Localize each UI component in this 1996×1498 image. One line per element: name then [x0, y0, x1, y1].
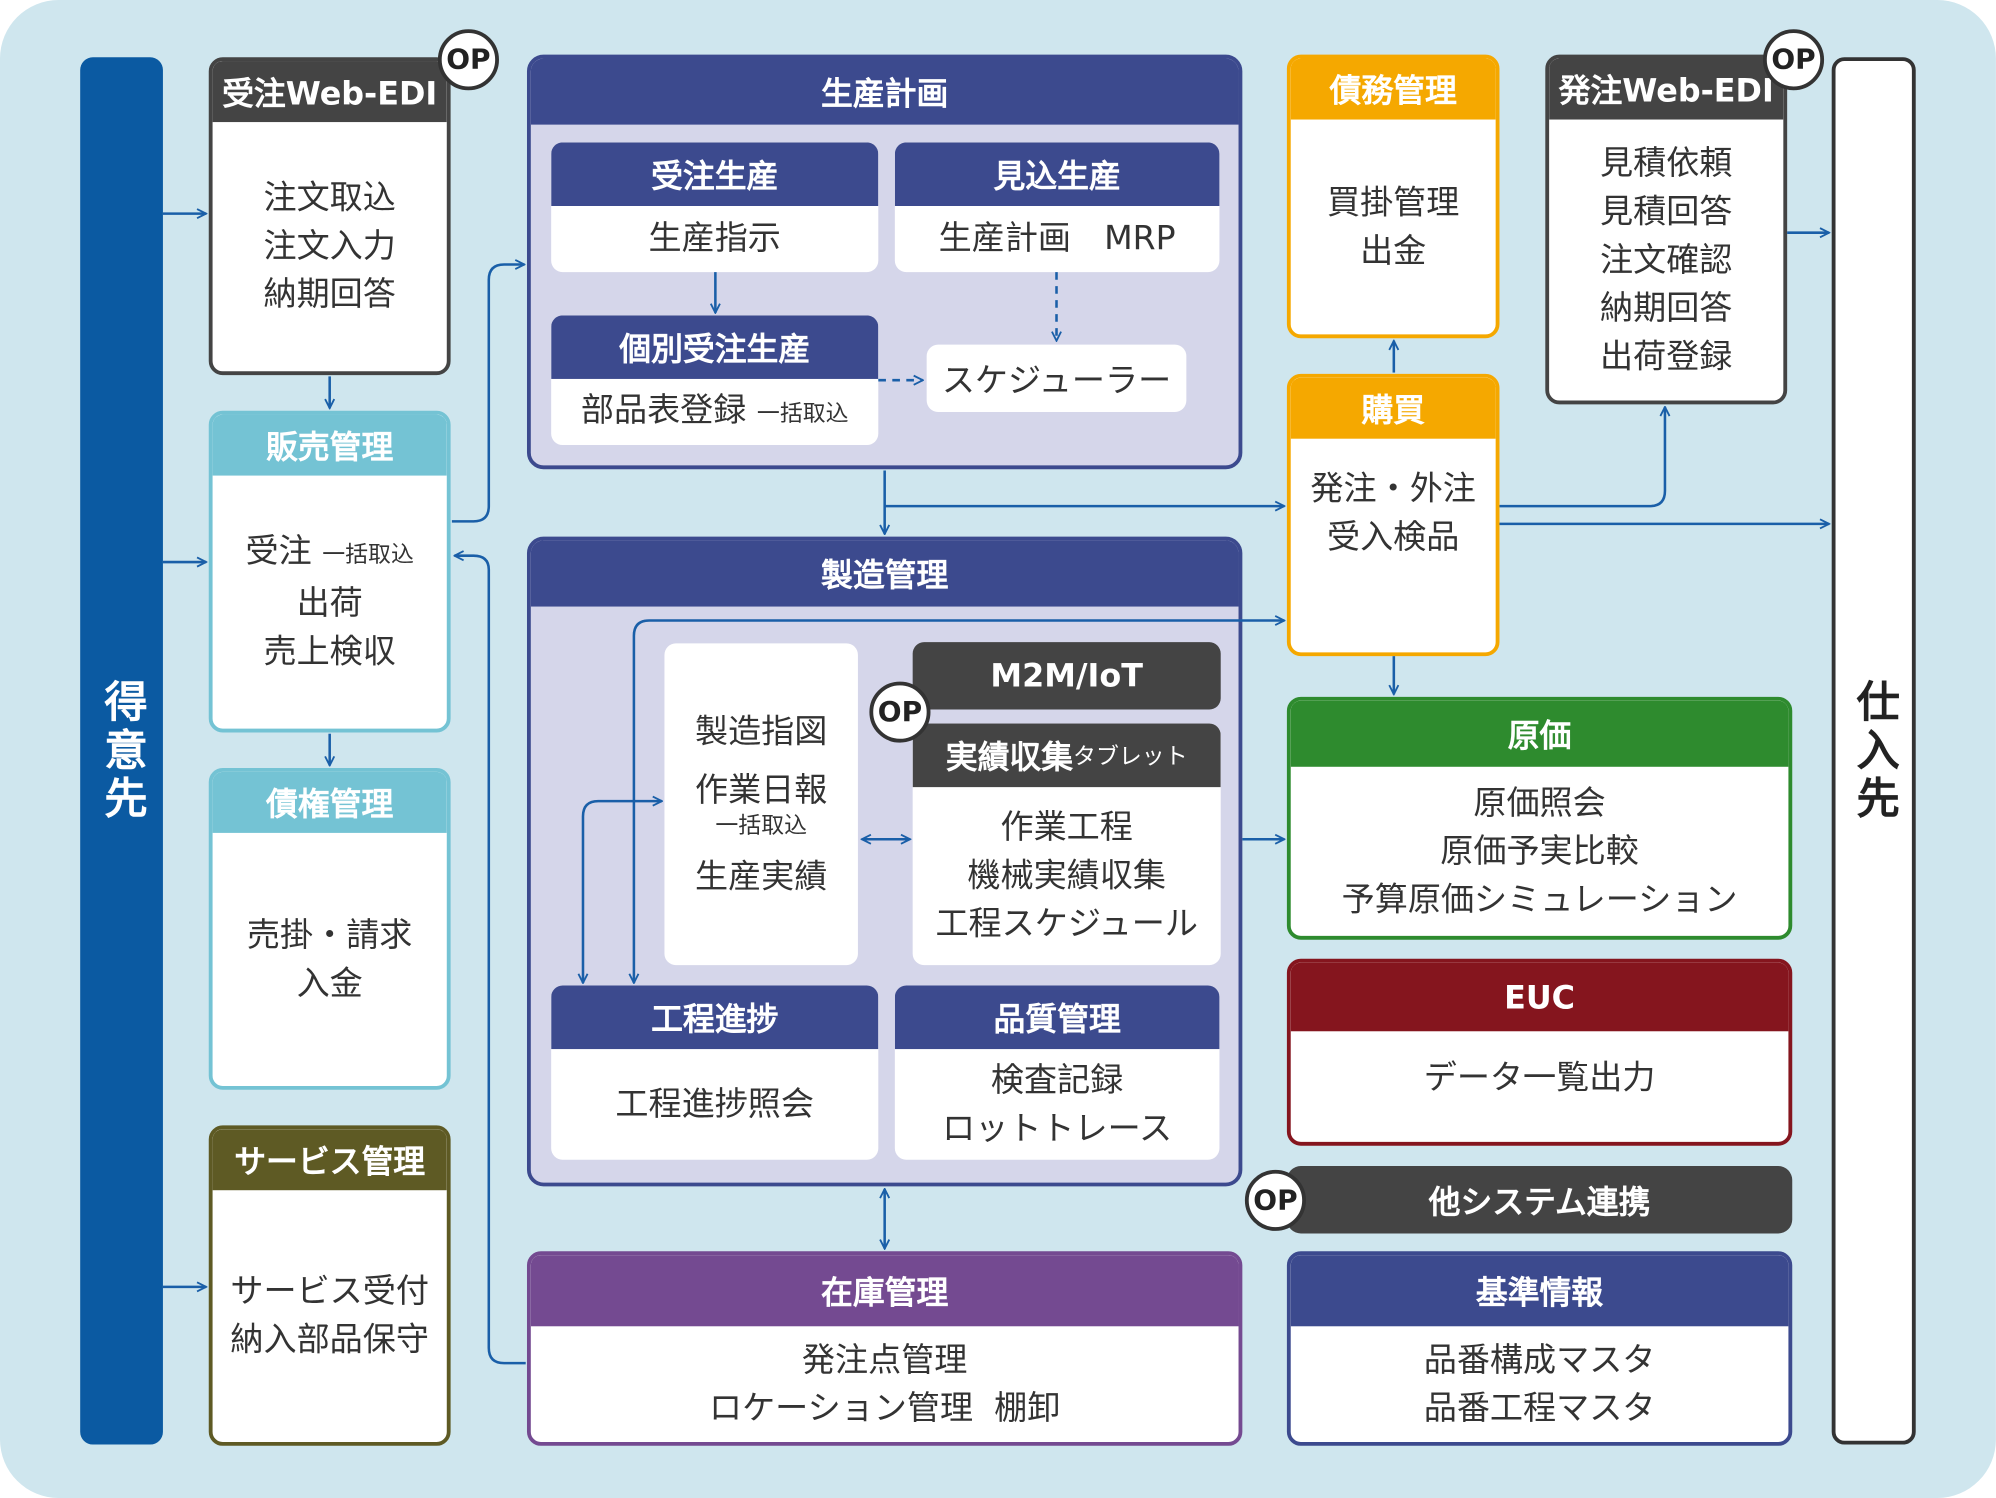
quality-management-title: 品質管理 — [894, 985, 1220, 1050]
individual-order-text: 部品表登録 — [580, 391, 747, 430]
receivables-box: 債権管理 売掛・請求 入金 — [208, 768, 451, 1090]
payables-title: 債務管理 — [1290, 58, 1496, 120]
make-to-order-box: 受注生産 生産指示 — [551, 142, 879, 273]
service-line: 納入部品保守 — [230, 1321, 429, 1360]
supplier-bar: 仕入先 — [1831, 57, 1916, 1445]
inventory-management-box: 在庫管理 発注点管理 ロケーション管理 棚卸 — [526, 1251, 1243, 1446]
m2m-iot-title: M2M/IoT — [990, 657, 1143, 695]
customer-label: 得意先 — [96, 678, 148, 824]
purchase-edi-line: 見積回答 — [1600, 192, 1733, 231]
manufacturing-docs-box: 製造指図 作業日報 一括取込 生産実績 — [664, 643, 858, 966]
results-line: 機械実績収集 — [967, 857, 1166, 896]
other-systems-title: 他システム連携 — [1428, 1183, 1651, 1221]
sales-line: 売上検収 — [263, 633, 396, 672]
sales-management-box: 販売管理 受注 一括取込 出荷 売上検収 — [208, 410, 451, 733]
sales-line: 受注 — [245, 532, 312, 571]
sales-line: 出荷 — [296, 584, 363, 624]
purchasing-title: 購買 — [1290, 377, 1496, 439]
master-line: 品番工程マスタ — [1423, 1389, 1656, 1428]
master-data-title: 基準情報 — [1290, 1255, 1789, 1327]
payables-box: 債務管理 買掛管理 出金 — [1286, 54, 1500, 339]
op-badge: OP — [437, 29, 499, 91]
scheduler-text: スケジューラー — [941, 362, 1172, 401]
master-data-box: 基準情報 品番構成マスタ 品番工程マスタ — [1286, 1251, 1793, 1446]
docs-line: 製造指図 — [694, 712, 828, 751]
cost-line: 原価予実比較 — [1440, 832, 1639, 871]
order-web-edi-box: 受注Web-EDI 注文取込 注文入力 納期回答 — [208, 57, 451, 376]
receivables-line: 売掛・請求 — [246, 916, 413, 955]
quality-line: 検査記録 — [990, 1061, 1124, 1100]
cost-line: 原価照会 — [1473, 783, 1606, 823]
payables-line: 買掛管理 — [1326, 183, 1460, 222]
op-badge: OP — [869, 681, 931, 743]
receivables-title: 債権管理 — [212, 771, 447, 833]
order-edi-line: 納期回答 — [263, 275, 396, 315]
purchase-edi-line: 出荷登録 — [1600, 337, 1733, 376]
quality-line: ロットトレース — [942, 1109, 1173, 1148]
inventory-line: ロケーション管理 棚卸 — [708, 1389, 1061, 1428]
euc-line: データ一覧出力 — [1423, 1058, 1656, 1097]
individual-order-note: 一括取込 — [756, 399, 849, 427]
process-progress-title: 工程進捗 — [551, 985, 879, 1050]
scheduler-box: スケジューラー — [926, 344, 1187, 412]
quality-management-box: 品質管理 検査記録 ロットトレース — [894, 985, 1220, 1160]
op-badge: OP — [1762, 29, 1825, 91]
supplier-label: 仕入先 — [1848, 678, 1900, 824]
docs-note: 一括取込 — [715, 811, 808, 839]
make-to-order-text: 生産指示 — [648, 219, 781, 259]
customer-bar: 得意先 — [80, 57, 163, 1445]
results-line: 作業工程 — [1000, 808, 1133, 847]
manufacturing-title: 製造管理 — [530, 540, 1239, 607]
cost-box: 原価 原価照会 原価予実比較 予算原価シミュレーション — [1286, 696, 1793, 940]
service-line: サービス受付 — [230, 1272, 429, 1312]
order-web-edi-title: 受注Web-EDI — [212, 61, 447, 123]
sales-management-title: 販売管理 — [212, 414, 447, 476]
make-to-stock-title: 見込生産 — [894, 142, 1220, 206]
individual-order-box: 個別受注生産 部品表登録 一括取込 — [551, 315, 879, 446]
make-to-stock-text: 生産計画 MRP — [938, 219, 1176, 259]
euc-title: EUC — [1290, 962, 1789, 1032]
service-management-title: サービス管理 — [212, 1129, 447, 1191]
order-edi-line: 注文入力 — [263, 227, 396, 266]
production-planning-title: 生産計画 — [530, 58, 1239, 125]
purchase-edi-line: 見積依頼 — [1600, 144, 1733, 183]
results-collection-box: 実績収集タブレット 作業工程 機械実績収集 工程スケジュール — [912, 723, 1221, 966]
docs-line: 作業日報 — [694, 771, 828, 810]
service-management-box: サービス管理 サービス受付 納入部品保守 — [208, 1125, 451, 1446]
purchase-edi-line: 注文確認 — [1600, 240, 1733, 280]
payables-line: 出金 — [1360, 232, 1427, 271]
process-progress-text: 工程進捗照会 — [615, 1085, 815, 1124]
other-systems-bar: 他システム連携 — [1286, 1166, 1793, 1234]
make-to-order-title: 受注生産 — [551, 142, 879, 206]
make-to-stock-box: 見込生産 生産計画 MRP — [894, 142, 1220, 273]
purchase-edi-line: 納期回答 — [1600, 289, 1733, 328]
m2m-iot-bar: M2M/IoT — [912, 642, 1221, 710]
sales-note: 一括取込 — [322, 541, 414, 569]
receivables-line: 入金 — [296, 964, 363, 1003]
euc-box: EUC データ一覧出力 — [1286, 958, 1793, 1146]
order-edi-line: 注文取込 — [263, 179, 396, 218]
purchasing-line: 受入検品 — [1326, 518, 1460, 557]
cost-title: 原価 — [1290, 700, 1789, 767]
docs-line: 生産実績 — [694, 857, 828, 896]
master-line: 品番構成マスタ — [1423, 1340, 1656, 1380]
op-badge: OP — [1244, 1169, 1306, 1231]
inventory-line: 発注点管理 — [801, 1340, 968, 1380]
purchasing-line: 発注・外注 — [1310, 470, 1476, 509]
results-collection-title: 実績収集 — [945, 738, 1074, 776]
results-collection-note: タブレット — [1073, 743, 1188, 771]
process-progress-box: 工程進捗 工程進捗照会 — [551, 985, 879, 1160]
individual-order-title: 個別受注生産 — [551, 315, 879, 379]
purchase-web-edi-box: 発注Web-EDI 見積依頼 見積回答 注文確認 納期回答 出荷登録 — [1545, 54, 1788, 405]
purchase-web-edi-title: 発注Web-EDI — [1549, 58, 1784, 120]
purchasing-box: 購買 発注・外注 受入検品 — [1286, 373, 1500, 657]
cost-line: 予算原価シミュレーション — [1341, 880, 1738, 919]
results-collection-header: 実績収集タブレット — [912, 723, 1221, 788]
inventory-management-title: 在庫管理 — [530, 1255, 1239, 1327]
results-line: 工程スケジュール — [935, 905, 1198, 944]
